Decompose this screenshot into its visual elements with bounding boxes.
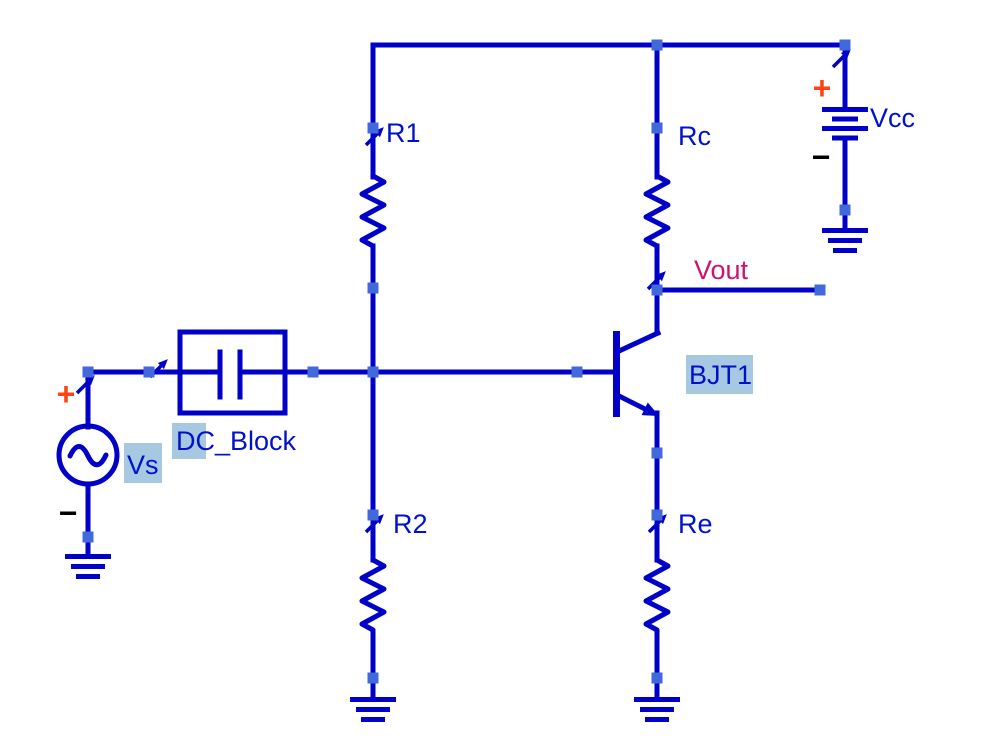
vout-net-label[interactable]: Vout <box>694 255 749 285</box>
node-square <box>651 447 663 459</box>
component-vcc[interactable]: + − Vcc <box>812 70 915 175</box>
node-square <box>367 366 379 378</box>
r1-label[interactable]: R1 <box>386 118 421 148</box>
vs-plus-icon: + <box>57 376 76 412</box>
vs-minus-icon: − <box>59 495 78 531</box>
component-vs[interactable]: + − Vs <box>56 376 162 531</box>
resistor-zigzag-icon[interactable] <box>362 176 384 246</box>
node-square <box>839 204 851 216</box>
dcblock-label-rest-part: _Block <box>214 426 297 456</box>
node-square <box>307 366 319 378</box>
vcc-minus-icon: − <box>812 139 831 175</box>
node-square <box>651 122 663 134</box>
dcblock-box[interactable] <box>177 329 288 416</box>
node-square <box>814 284 826 296</box>
ground-icon-r2[interactable] <box>350 697 396 722</box>
dcblock-label-hl-part: DC <box>176 426 215 456</box>
rc-label[interactable]: Rc <box>678 121 711 151</box>
node-square <box>82 531 94 543</box>
node-square <box>651 509 663 521</box>
vcc-label[interactable]: Vcc <box>870 103 915 133</box>
ground-icon-vs[interactable] <box>65 554 111 579</box>
node-square <box>571 366 583 378</box>
battery-icon[interactable] <box>822 107 868 141</box>
vs-label[interactable]: Vs <box>127 450 159 480</box>
wires <box>85 42 848 700</box>
bjt1-label[interactable]: BJT1 <box>689 360 752 390</box>
resistor-zigzag-icon[interactable] <box>646 176 668 246</box>
component-bjt1[interactable]: BJT1 <box>613 329 753 417</box>
bjt-base-bar[interactable] <box>613 331 620 417</box>
node-square <box>367 672 379 684</box>
component-r2[interactable]: R2 <box>362 509 428 630</box>
vs-label-highlight <box>124 443 162 483</box>
dcblock-label[interactable]: DC_Block <box>176 426 297 456</box>
component-r1[interactable]: R1 <box>362 118 421 246</box>
vcc-plus-icon: + <box>813 70 832 106</box>
node-square <box>651 284 663 296</box>
bjt-emitter-arrow-icon <box>641 402 659 416</box>
r2-label[interactable]: R2 <box>393 509 428 539</box>
dcblock-label-highlight <box>172 423 206 459</box>
node-square <box>651 672 663 684</box>
ac-source-icon[interactable] <box>56 423 120 487</box>
bjt1-label-highlight <box>686 355 753 394</box>
component-re[interactable]: Re <box>646 509 713 630</box>
resistor-zigzag-icon[interactable] <box>646 560 668 630</box>
bjt-collector-stroke[interactable] <box>615 329 662 355</box>
node-square <box>82 366 94 378</box>
resistor-zigzag-icon[interactable] <box>362 560 384 630</box>
component-dcblock[interactable]: DC_Block <box>172 329 297 459</box>
node-square <box>367 509 379 521</box>
node-square <box>367 282 379 294</box>
component-rc[interactable]: Rc <box>646 121 711 246</box>
node-square <box>367 122 379 134</box>
ground-icon-vcc[interactable] <box>822 228 868 253</box>
sine-wave-icon <box>67 444 109 468</box>
node-square <box>839 39 851 51</box>
re-label[interactable]: Re <box>678 509 713 539</box>
node-square <box>651 39 663 51</box>
node-square <box>143 366 155 378</box>
ground-icon-re[interactable] <box>634 697 680 722</box>
